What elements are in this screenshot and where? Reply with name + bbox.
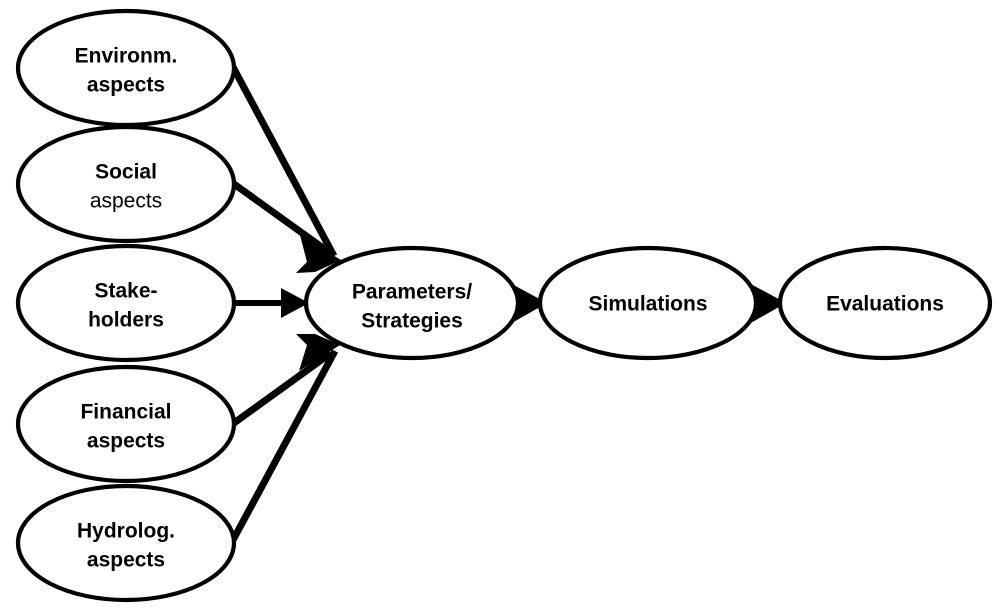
node-label-financial-aspects-line1: Financial [80, 401, 171, 424]
node-label-stakeholders-line1: Stake- [94, 280, 157, 303]
node-label-environm-aspects-line2: aspects [87, 74, 165, 97]
arrowhead-parameters-to-simulations [510, 283, 547, 324]
node-label-financial-aspects-line2: aspects [87, 430, 165, 453]
arrowhead-upper-into-parameters [296, 235, 341, 273]
node-label-social-aspects-line2: aspects [90, 190, 162, 213]
node-label-social-aspects-line1: Social [95, 161, 157, 184]
node-label-parameters-strategies-line1: Parameters/ [352, 281, 472, 304]
arrowhead-simulations-to-evaluations [749, 283, 786, 324]
node-shape-evaluations[interactable] [777, 245, 993, 361]
node-environm-aspects[interactable]: Environm. aspects [15, 8, 237, 128]
node-label-hydrolog-aspects-line2: aspects [87, 549, 165, 572]
node-label-hydrolog-aspects-line1: Hydrolog. [77, 520, 175, 543]
arrowhead-lower-into-parameters [296, 334, 340, 371]
node-social-aspects[interactable]: Social aspects [15, 124, 237, 244]
node-parameters-strategies[interactable]: Parameters/ Strategies [303, 245, 521, 361]
edge-group [229, 65, 786, 542]
edge-environm-to-parameters [229, 65, 338, 258]
edge-hydrolog-to-parameters [229, 349, 339, 542]
node-label-evaluations: Evaluations [826, 293, 944, 316]
node-shape-environm-aspects[interactable] [15, 8, 237, 128]
arrowhead-stakeholders-into-parameters [281, 288, 309, 318]
node-stakeholders[interactable]: Stake- holders [15, 243, 237, 363]
edge-social-to-parameters [231, 181, 333, 256]
node-label-simulations: Simulations [588, 293, 707, 316]
node-group: Environm. aspects Social aspects Stake- … [15, 8, 993, 603]
node-shape-financial-aspects[interactable] [15, 364, 237, 484]
node-financial-aspects[interactable]: Financial aspects [15, 364, 237, 484]
node-hydrolog-aspects[interactable]: Hydrolog. aspects [15, 483, 237, 603]
node-evaluations[interactable]: Evaluations [777, 245, 993, 361]
node-shape-social-aspects[interactable] [15, 124, 237, 244]
node-simulations[interactable]: Simulations [537, 245, 759, 361]
node-shape-hydrolog-aspects[interactable] [15, 483, 237, 603]
edge-financial-to-parameters [231, 350, 334, 426]
node-shape-simulations[interactable] [537, 245, 759, 361]
node-label-stakeholders-line2: holders [88, 309, 164, 332]
node-label-environm-aspects-line1: Environm. [75, 45, 178, 68]
node-shape-stakeholders[interactable] [15, 243, 237, 363]
node-shape-parameters-strategies[interactable] [303, 245, 521, 361]
node-label-parameters-strategies-line2: Strategies [361, 310, 463, 333]
